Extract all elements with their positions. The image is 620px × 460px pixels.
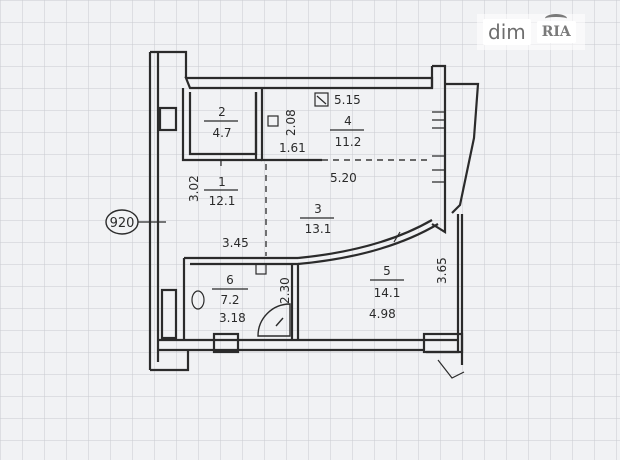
dim-5-20: 5.20 (330, 171, 357, 185)
break-line (437, 359, 465, 379)
stair-marker (314, 92, 329, 107)
top-left-corner (150, 50, 188, 78)
room-3-area: 13.1 (305, 222, 332, 236)
room-4-number: 4 (344, 114, 352, 128)
window-left-bottom (160, 288, 178, 340)
room-3-number: 3 (314, 202, 322, 216)
window-left-top (158, 106, 178, 132)
dim-2-08: 2.08 (284, 109, 298, 136)
column-right (422, 332, 464, 354)
room-6-number: 6 (226, 273, 234, 287)
room-fraction-bars (204, 120, 404, 290)
room-4-walls (260, 88, 322, 162)
dim-2-30: 2.30 (278, 277, 292, 304)
window-right-lower (432, 155, 445, 183)
door-swing (257, 303, 291, 337)
balcony-outline (445, 82, 480, 214)
window-right-upper (432, 111, 445, 129)
room-2-number: 2 (218, 105, 226, 119)
watermark-dim: dim (483, 19, 531, 45)
dim-3-18: 3.18 (219, 311, 246, 325)
room-1-area: 12.1 (209, 194, 236, 208)
watermark-ria-text: RIA (541, 24, 571, 40)
dim-5-15: 5.15 (334, 93, 361, 107)
dim-3-02: 3.02 (187, 175, 201, 202)
vent-room-2 (267, 115, 279, 127)
watermark-ria: RIA (536, 14, 576, 43)
vent-room-6 (255, 263, 267, 275)
column-left (212, 332, 240, 354)
room-6-area: 7.2 (220, 293, 239, 307)
dashed-partitions (265, 159, 432, 256)
dimension-labels: 5.15 2.08 1.61 3.02 5.20 3.45 2.30 3.18 … (187, 93, 449, 325)
dim-ria-watermark: dim RIA (477, 14, 585, 50)
room-4-area: 11.2 (335, 135, 362, 149)
dim-3-65: 3.65 (435, 257, 449, 284)
right-upper-wall (431, 64, 447, 234)
room-2-walls (181, 88, 262, 162)
dim-1-61: 1.61 (279, 141, 306, 155)
ria-wing-icon (544, 14, 567, 23)
curved-wall (297, 219, 433, 260)
toilet-fixture (191, 290, 205, 310)
fixtures (191, 92, 465, 379)
marker-920-label: 920 (110, 216, 135, 231)
walls (148, 50, 480, 372)
room-labels: 2 4.7 4 11.2 1 12.1 3 13.1 6 7.2 5 14.1 (209, 105, 401, 307)
room-1-number: 1 (218, 175, 226, 189)
marker-920: 920 (105, 209, 166, 235)
dim-4-98: 4.98 (369, 307, 396, 321)
room-2-area: 4.7 (212, 126, 231, 140)
dim-3-45: 3.45 (222, 236, 249, 250)
room-5-area: 14.1 (374, 286, 401, 300)
room-5-number: 5 (383, 264, 391, 278)
